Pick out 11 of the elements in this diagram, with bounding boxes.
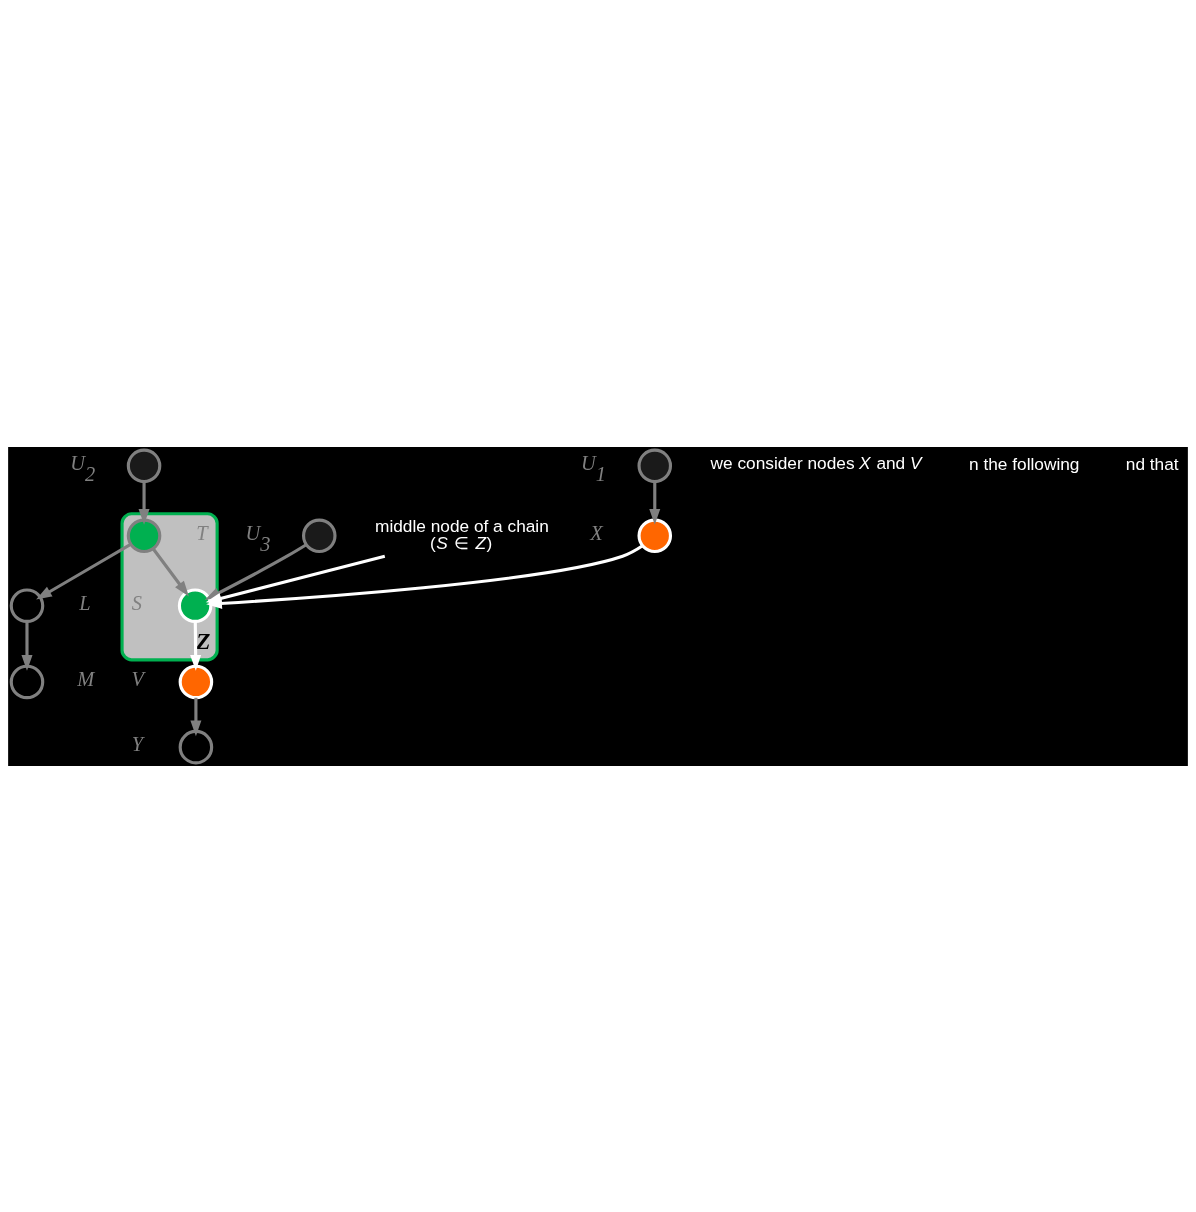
label: nd that bbox=[1125, 453, 1179, 474]
label: we consider nodes X and V bbox=[710, 452, 922, 473]
node-label: V bbox=[131, 667, 144, 690]
node-label: T bbox=[196, 521, 208, 544]
label: n the following bbox=[969, 453, 1080, 474]
node-label: L bbox=[79, 591, 91, 614]
node-label: X bbox=[590, 521, 603, 544]
node-label: S bbox=[131, 591, 143, 614]
node-label: M bbox=[77, 667, 95, 690]
node-label: Y bbox=[131, 732, 144, 755]
node-text: middle node of a chain (S ∈ Z) bbox=[375, 515, 549, 553]
